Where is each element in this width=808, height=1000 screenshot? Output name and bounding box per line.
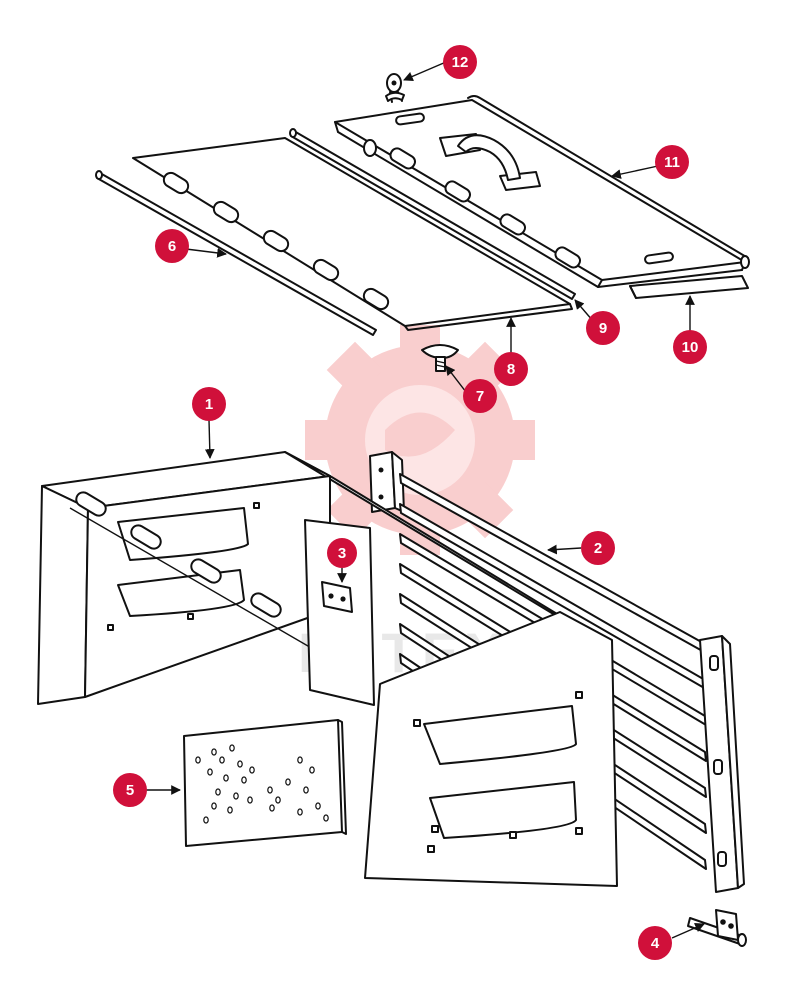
callout-10: 10 bbox=[673, 330, 707, 364]
plate-perforation bbox=[203, 816, 209, 824]
plate-perforation bbox=[303, 786, 309, 794]
plate-perforation bbox=[211, 748, 217, 756]
part-8-hinged-panel bbox=[132, 137, 573, 331]
plate-perforation bbox=[247, 796, 253, 804]
plate-perforation bbox=[309, 766, 315, 774]
callout-6: 6 bbox=[155, 229, 189, 263]
plate-perforation bbox=[215, 788, 221, 796]
callout-12-label: 12 bbox=[452, 54, 469, 71]
plate-perforation bbox=[219, 756, 225, 764]
leader-lines bbox=[146, 61, 705, 939]
part-5-perforated-plate bbox=[183, 719, 347, 847]
callout-4-label: 4 bbox=[651, 935, 660, 952]
part-3-bracket bbox=[321, 581, 353, 613]
callout-12: 12 bbox=[443, 45, 477, 79]
plate-perforation bbox=[223, 774, 229, 782]
callout-6-label: 6 bbox=[168, 238, 176, 255]
part-1-main-frame bbox=[37, 451, 618, 887]
callout-2: 2 bbox=[581, 531, 615, 565]
plate-perforation bbox=[237, 760, 243, 768]
callout-10-label: 10 bbox=[682, 339, 699, 356]
plate-perforation bbox=[275, 796, 281, 804]
callout-11: 11 bbox=[655, 145, 689, 179]
callouts: 12 11 6 9 10 8 7 1 bbox=[113, 45, 707, 960]
callout-5-label: 5 bbox=[126, 782, 134, 799]
plate-perforation bbox=[211, 802, 217, 810]
plate-perforation bbox=[229, 744, 235, 752]
part-12-wing-fastener bbox=[385, 73, 405, 103]
callout-3: 3 bbox=[327, 538, 357, 568]
part-9-hinge-rod bbox=[289, 128, 576, 300]
callout-4: 4 bbox=[638, 926, 672, 960]
plate-perforation bbox=[323, 814, 329, 822]
callout-3-label: 3 bbox=[338, 545, 346, 562]
plate-perforation bbox=[241, 776, 247, 784]
plate-perforation bbox=[267, 786, 273, 794]
callout-7: 7 bbox=[463, 379, 497, 413]
callout-1: 1 bbox=[192, 387, 226, 421]
callout-2-label: 2 bbox=[594, 540, 602, 557]
plate-perforation bbox=[297, 756, 303, 764]
plate-perforation bbox=[285, 778, 291, 786]
plate-perforation bbox=[269, 804, 275, 812]
part-6-hinge-rod bbox=[95, 170, 377, 336]
part-10-strip-bar bbox=[629, 275, 749, 299]
plate-perforation bbox=[227, 806, 233, 814]
callout-1-label: 1 bbox=[205, 396, 213, 413]
part-4-hinge-bracket bbox=[687, 909, 747, 947]
callout-11-label: 11 bbox=[664, 154, 680, 171]
callout-8: 8 bbox=[494, 352, 528, 386]
callout-7-label: 7 bbox=[476, 388, 484, 405]
plate-perforation bbox=[249, 766, 255, 774]
callout-5: 5 bbox=[113, 773, 147, 807]
plate-perforation bbox=[315, 802, 321, 810]
callout-9-label: 9 bbox=[599, 320, 607, 337]
callout-8-label: 8 bbox=[507, 361, 515, 378]
plate-perforation bbox=[207, 768, 213, 776]
plate-perforation bbox=[195, 756, 201, 764]
plate-perforation bbox=[297, 808, 303, 816]
plate-perforation bbox=[233, 792, 239, 800]
callout-9: 9 bbox=[586, 311, 620, 345]
part-11-lid-with-handle bbox=[334, 95, 750, 288]
part-7-thumb-screw bbox=[421, 344, 459, 372]
